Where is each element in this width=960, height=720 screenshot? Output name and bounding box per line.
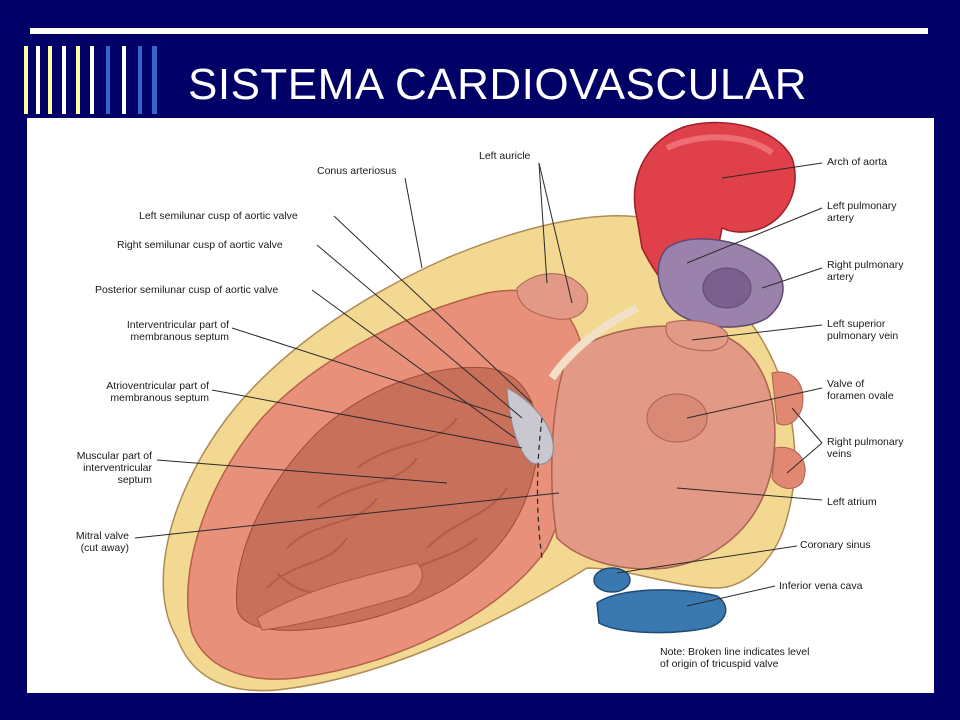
decor-bar xyxy=(76,46,80,114)
heart-illustration xyxy=(134,121,823,692)
label-line: Right pulmonary xyxy=(827,259,904,271)
label-line: septum xyxy=(117,474,152,486)
label-line: artery xyxy=(827,212,854,224)
decor-bar xyxy=(152,46,157,114)
label-left-semilunar-cusp: Left semilunar cusp of aortic valve xyxy=(139,210,298,222)
label-line: artery xyxy=(827,271,854,283)
papillary-muscle xyxy=(256,562,423,631)
decor-bar xyxy=(24,46,28,114)
label-line: membranous septum xyxy=(130,331,229,343)
note-line: of origin of tricuspid valve xyxy=(660,658,779,670)
note-line: Note: Broken line indicates level xyxy=(660,646,810,658)
label-line: Muscular part of xyxy=(76,450,152,462)
label-arch-of-aorta: Arch of aorta xyxy=(827,156,888,168)
label-line: (cut away) xyxy=(80,542,129,554)
heart-diagram-panel: Conus arteriosus Left auricle Left semil… xyxy=(27,118,934,693)
label-line: Valve of xyxy=(827,378,865,390)
label-right-pulmonary-veins: Right pulmonary veins xyxy=(827,436,903,460)
decor-bar xyxy=(106,46,110,114)
label-valve-foramen-ovale: Valve of foramen ovale xyxy=(827,378,894,402)
decor-bar xyxy=(138,46,142,114)
label-left-atrium: Left atrium xyxy=(827,496,877,508)
label-line: Interventricular part of xyxy=(126,319,229,331)
label-line: Mitral valve xyxy=(75,530,129,542)
label-inferior-vena-cava: Inferior vena cava xyxy=(779,580,863,592)
label-line: interventricular xyxy=(83,462,152,474)
label-conus-arteriosus: Conus arteriosus xyxy=(317,165,397,177)
label-muscular-interventricular: Muscular part of interventricular septum xyxy=(47,450,152,486)
foramen-ovale-valve xyxy=(646,393,708,443)
membranous-septum xyxy=(506,387,554,465)
label-interventricular-membranous: Interventricular part of membranous sept… xyxy=(87,319,229,343)
right-pulmonary-veins-shape xyxy=(771,371,806,489)
aorta-highlight xyxy=(665,134,774,156)
decor-bar xyxy=(122,46,126,114)
pulmonary-artery-lumen xyxy=(702,267,752,309)
tricuspid-broken-line xyxy=(536,417,543,559)
label-line: membranous septum xyxy=(110,392,209,404)
label-line: pulmonary vein xyxy=(827,330,899,342)
label-line: Atrioventricular part of xyxy=(106,380,209,392)
label-line: Left pulmonary xyxy=(827,200,897,212)
label-line: Right pulmonary xyxy=(827,436,904,448)
label-right-semilunar-cusp: Right semilunar cusp of aortic valve xyxy=(117,239,283,251)
label-left-auricle: Left auricle xyxy=(479,150,531,162)
label-left-pulmonary-artery: Left pulmonary artery xyxy=(827,200,896,224)
decor-bar xyxy=(48,46,52,114)
title-rule xyxy=(30,28,928,34)
label-line: veins xyxy=(827,448,852,460)
slide-title: SISTEMA CARDIOVASCULAR xyxy=(188,60,807,109)
left-auricle-shape xyxy=(516,273,589,320)
diagram-note: Note: Broken line indicates level of ori… xyxy=(660,646,809,670)
decorative-bars xyxy=(22,46,162,114)
leader-lines xyxy=(134,162,823,607)
label-atrioventricular-membranous: Atrioventricular part of membranous sept… xyxy=(67,380,209,404)
label-left-superior-pulmonary-vein: Left superior pulmonary vein xyxy=(827,318,898,342)
label-posterior-semilunar-cusp: Posterior semilunar cusp of aortic valve xyxy=(95,284,279,296)
label-mitral-valve: Mitral valve (cut away) xyxy=(47,530,129,554)
inferior-vena-cava-shape xyxy=(596,589,727,634)
label-line: Left superior xyxy=(827,318,886,330)
pulmonary-vein-shape xyxy=(665,319,729,352)
decor-bar xyxy=(90,46,94,114)
decor-bar xyxy=(62,46,66,114)
decor-bar xyxy=(36,46,40,114)
label-line: foramen ovale xyxy=(827,390,894,402)
label-right-pulmonary-artery: Right pulmonary artery xyxy=(827,259,903,283)
label-coronary-sinus: Coronary sinus xyxy=(800,539,871,551)
atrial-septum xyxy=(548,304,639,381)
coronary-sinus-shape xyxy=(593,567,631,593)
